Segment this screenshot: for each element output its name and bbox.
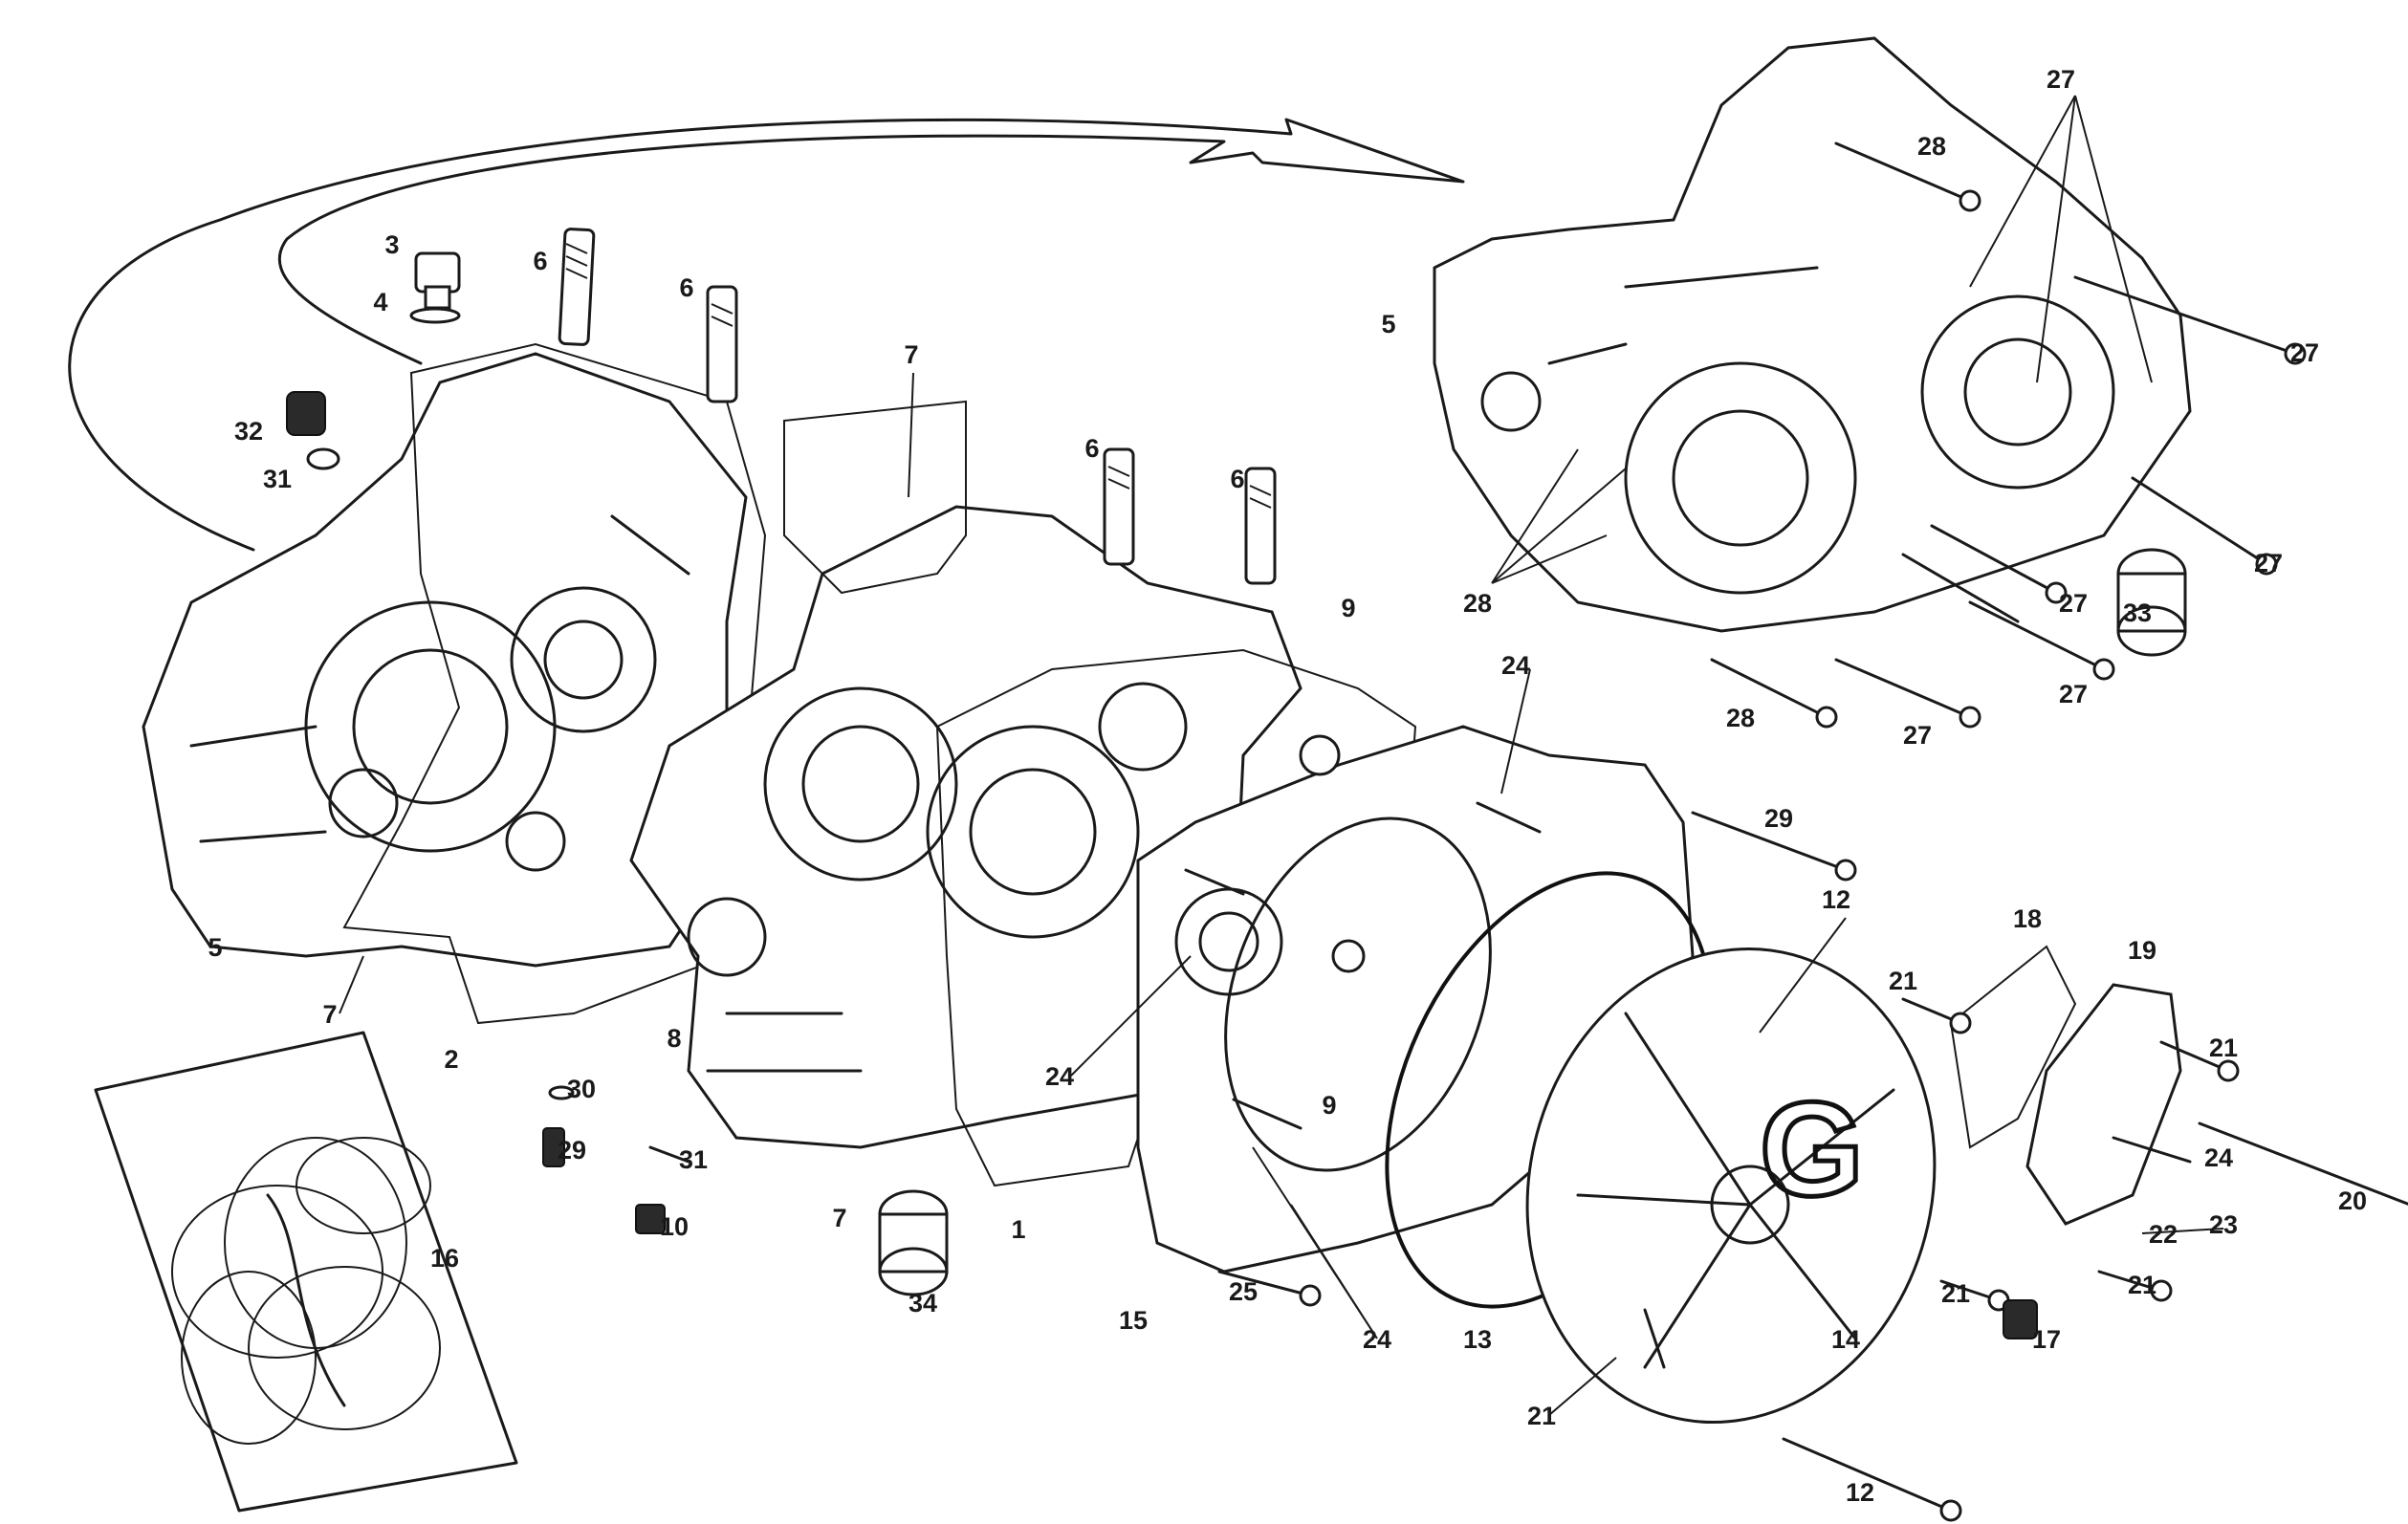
callout-c18: 18 (2013, 904, 2042, 933)
callout-c22: 22 (2149, 1220, 2178, 1249)
callout-c8: 8 (667, 1024, 681, 1053)
plug-17 (2003, 1299, 2038, 1339)
callout-c6c: 6 (1084, 434, 1099, 463)
small-parts-29-30-31-10 (542, 1085, 690, 1234)
callout-c33: 33 (2123, 599, 2152, 627)
callout-c7b: 7 (832, 1204, 846, 1232)
callout-c6d: 6 (1230, 465, 1244, 493)
callout-c10: 10 (660, 1212, 689, 1241)
callout-c12b: 12 (1846, 1478, 1874, 1507)
cover-logo-g: G (1760, 1074, 1864, 1224)
callout-c25: 25 (1229, 1277, 1258, 1306)
dowel-34 (878, 1189, 949, 1296)
callout-c28b: 28 (1463, 589, 1492, 618)
callout-c6b: 6 (679, 273, 693, 302)
gasket-kit-16 (94, 1031, 518, 1513)
callout-c21a: 21 (1889, 967, 1917, 995)
callout-c32: 32 (234, 417, 263, 446)
callout-c15: 15 (1119, 1306, 1148, 1335)
leader-lines (339, 95, 2224, 1416)
callout-c4: 4 (373, 288, 387, 316)
callout-c5b: 5 (208, 933, 222, 962)
callout-c14: 14 (1831, 1325, 1860, 1354)
callout-c20: 20 (2338, 1187, 2367, 1215)
plug-3-washer-4 (409, 251, 461, 324)
cover-19 (2025, 983, 2182, 1226)
gasket-2 (342, 342, 767, 1025)
callout-c27e: 27 (2059, 680, 2088, 708)
callout-c13: 13 (1463, 1325, 1492, 1354)
dowel-33 (2116, 548, 2187, 657)
callout-c29b: 29 (558, 1136, 586, 1165)
callout-c27b: 27 (2290, 338, 2319, 367)
callout-c21b: 21 (2209, 1034, 2238, 1062)
callout-c24b: 24 (2204, 1143, 2233, 1172)
long-bolts-27-28 (1710, 142, 2307, 729)
callout-c34: 34 (908, 1289, 937, 1317)
callout-c24d: 24 (1045, 1062, 1074, 1091)
callout-c6a: 6 (533, 247, 547, 275)
callout-c31b: 31 (679, 1145, 708, 1174)
callout-c21d: 21 (1941, 1279, 1970, 1308)
gasket-18 (1949, 945, 2077, 1149)
right-crankcase-half (1433, 36, 2192, 633)
callout-c29a: 29 (1764, 804, 1793, 833)
screws-21-24-20-12 (1184, 801, 2408, 1522)
callout-c2: 2 (444, 1045, 458, 1074)
callout-c27d: 27 (2059, 589, 2088, 618)
callout-c19: 19 (2128, 936, 2156, 965)
callout-c5a: 5 (1381, 310, 1395, 338)
callout-c21e: 21 (1527, 1402, 1556, 1430)
stud-bolts-6 (558, 228, 1277, 585)
callout-c27a: 27 (2047, 65, 2075, 94)
gasket-7 (783, 400, 967, 595)
callout-c28a: 28 (1917, 132, 1946, 161)
callout-c24a: 24 (1501, 651, 1530, 680)
seal-9 (1299, 734, 1341, 776)
transfer-arrow (68, 118, 1465, 552)
callout-c16: 16 (430, 1244, 459, 1273)
plug-32-washer-31 (286, 391, 340, 470)
ignition-cover-14: G (1525, 947, 1937, 1425)
callout-c1: 1 (1011, 1215, 1025, 1244)
callout-c28c: 28 (1726, 704, 1755, 732)
callout-c17: 17 (2032, 1325, 2061, 1354)
callout-c27f: 27 (1903, 721, 1932, 750)
callout-c12a: 12 (1822, 885, 1850, 914)
callout-c31a: 31 (263, 465, 292, 493)
callout-c7a: 7 (904, 340, 918, 369)
callout-c7c: 7 (322, 1000, 337, 1029)
callout-c27c: 27 (2254, 549, 2283, 577)
callout-c23: 23 (2209, 1210, 2238, 1239)
callout-c9b: 9 (1322, 1091, 1336, 1120)
callout-c21c: 21 (2128, 1271, 2156, 1299)
middle-crankcase-half (629, 505, 1303, 1149)
callout-c9a: 9 (1341, 594, 1355, 622)
callout-c24c: 24 (1363, 1325, 1391, 1354)
callout-c3: 3 (384, 230, 399, 259)
callout-c30: 30 (567, 1075, 596, 1103)
